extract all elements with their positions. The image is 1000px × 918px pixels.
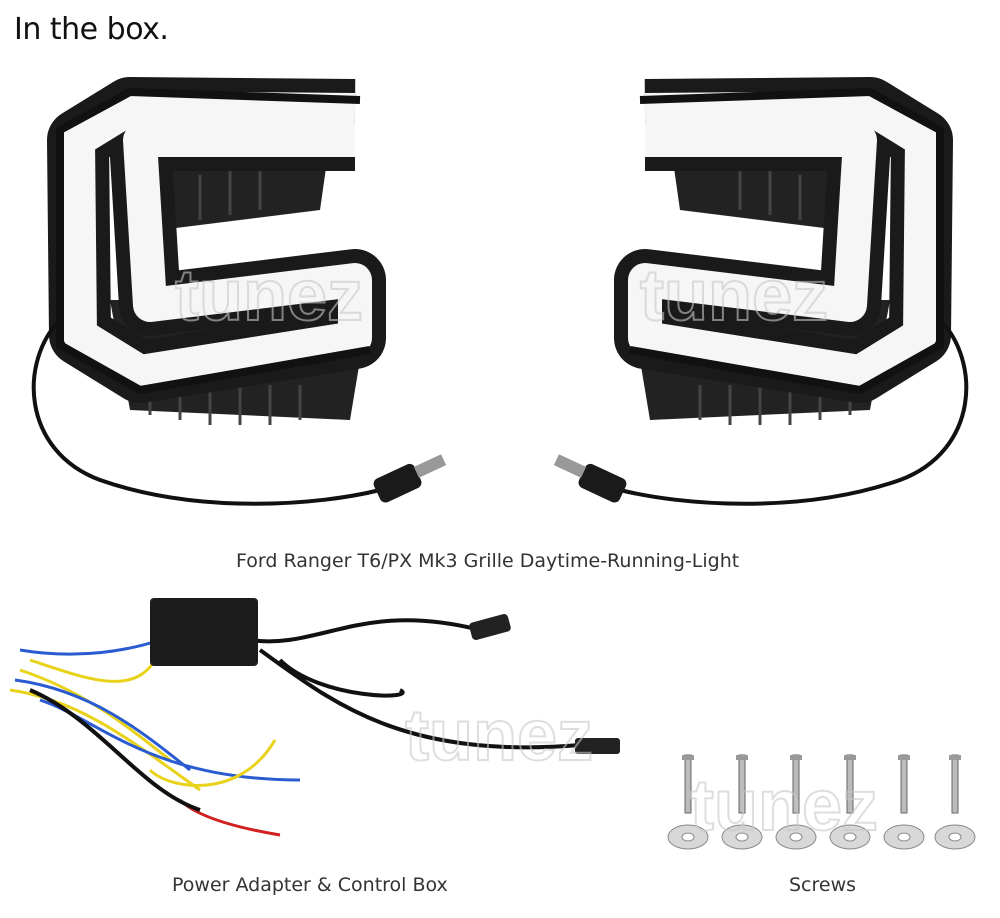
caption-screws: Screws	[789, 874, 857, 896]
svg-text:tunez: tunez	[640, 256, 828, 336]
control-box	[9, 598, 620, 837]
svg-text:tunez: tunez	[405, 696, 593, 776]
svg-text:tunez: tunez	[690, 766, 878, 846]
page-heading: In the box.	[14, 12, 169, 47]
svg-text:tunez: tunez	[175, 256, 363, 336]
caption-control-box: Power Adapter & Control Box	[172, 874, 448, 896]
caption-drl: Ford Ranger T6/PX Mk3 Grille Daytime-Run…	[236, 550, 740, 572]
watermarks: tunez tunez tunez tunez	[174, 255, 879, 847]
